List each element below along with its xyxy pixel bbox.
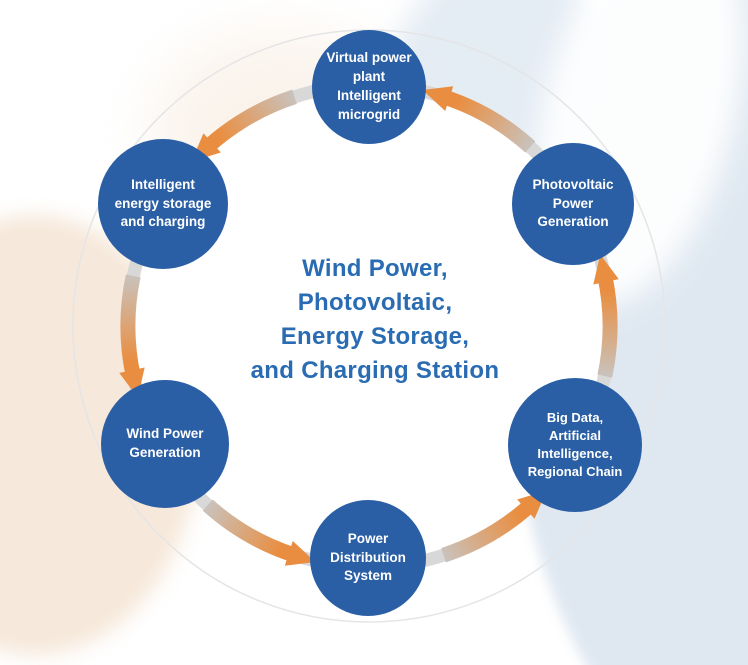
node-label: Intelligent energy storage and charging bbox=[114, 176, 212, 230]
node-intelligent-energy-storage: Intelligent energy storage and charging bbox=[98, 139, 228, 269]
node-power-distribution-system: Power Distribution System bbox=[310, 500, 426, 616]
node-wind-power-generation: Wind Power Generation bbox=[101, 380, 229, 508]
node-big-data-ai-regional-chain: Big Data, Artificial Intelligence, Regio… bbox=[508, 378, 642, 512]
node-label: Wind Power Generation bbox=[126, 426, 204, 460]
node-label: Virtual power plant Intelligent microgri… bbox=[326, 50, 412, 122]
cycle-arrow-bottom-right bbox=[441, 490, 547, 563]
node-photovoltaic-power-generation: Photovoltaic Power Generation bbox=[512, 143, 634, 265]
diagram-title: Wind Power, Photovoltaic, Energy Storage… bbox=[250, 255, 500, 385]
node-label: Photovoltaic Power Generation bbox=[532, 176, 614, 230]
node-label: Power Distribution System bbox=[330, 530, 406, 584]
node-virtual-power-plant: Virtual power plant Intelligent microgri… bbox=[312, 30, 426, 144]
cycle-arrow-bottom-left bbox=[202, 499, 316, 566]
node-label: Big Data, Artificial Intelligence, Regio… bbox=[527, 409, 623, 480]
